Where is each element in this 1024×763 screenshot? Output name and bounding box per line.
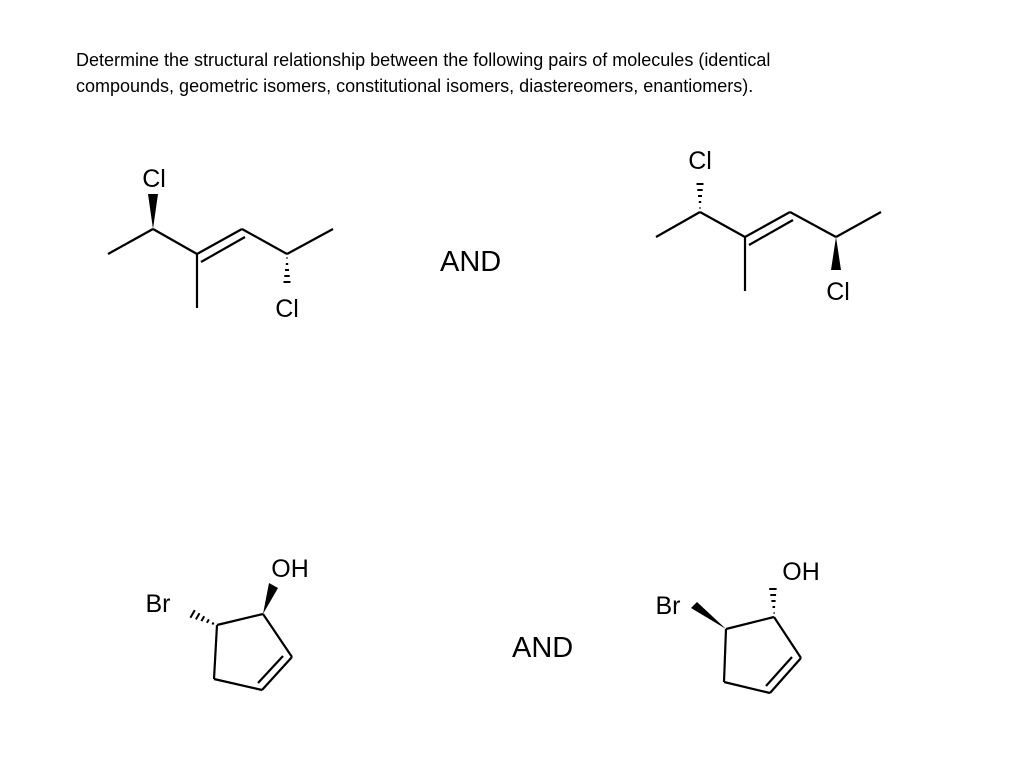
chlorine-label: Cl xyxy=(275,295,299,323)
ring-double-bond-inner xyxy=(257,655,284,684)
wedge-bond xyxy=(148,194,158,229)
chlorine-label: Cl xyxy=(826,278,850,306)
chlorine-label: Cl xyxy=(688,147,712,175)
pair-2-molecule-a: OH Br xyxy=(146,555,309,692)
bromine-label: Br xyxy=(146,590,171,618)
bond xyxy=(286,228,334,255)
question-line-1: Determine the structural relationship be… xyxy=(76,50,771,70)
ring-bond xyxy=(262,613,293,658)
pair-1-molecule-a: Cl Cl xyxy=(107,165,334,323)
bond xyxy=(107,228,154,255)
hydroxyl-label: OH xyxy=(782,558,820,586)
wedge-bond xyxy=(691,602,726,629)
pair-1-molecule-b: Cl Cl xyxy=(655,147,882,306)
hash-bond xyxy=(769,588,777,614)
wedge-bond xyxy=(831,237,841,270)
bromine-label: Br xyxy=(656,592,681,620)
ring-bond xyxy=(773,616,802,659)
ring-bond xyxy=(212,624,219,680)
chlorine-label: Cl xyxy=(142,165,166,193)
ring-bond xyxy=(725,615,775,631)
ring-bond xyxy=(216,612,264,627)
hydroxyl-label: OH xyxy=(271,555,309,583)
bond xyxy=(152,228,198,255)
question-line-2: compounds, geometric isomers, constituti… xyxy=(76,76,754,96)
ring-double-bond-outer xyxy=(769,657,802,694)
wedge-bond xyxy=(263,583,278,614)
ring-bond xyxy=(723,680,771,695)
ring-bond xyxy=(213,677,263,692)
ring-double-bond-outer xyxy=(261,656,293,691)
bond xyxy=(835,211,882,238)
ring-bond xyxy=(722,628,728,683)
bond xyxy=(241,228,288,255)
pair-2-and-label: AND xyxy=(512,632,574,664)
bond xyxy=(789,211,837,238)
double-bond-inner xyxy=(200,236,246,263)
double-bond-inner xyxy=(748,219,794,246)
hash-bond xyxy=(696,183,704,209)
double-bond-outer xyxy=(196,228,243,255)
pair-2-molecule-b: OH Br xyxy=(656,558,820,695)
hash-bond xyxy=(189,609,215,626)
double-bond-outer xyxy=(744,211,791,238)
ring-double-bond-inner xyxy=(765,656,793,687)
pair-1-and-label: AND xyxy=(440,246,502,278)
hash-bond xyxy=(283,257,291,283)
bond xyxy=(699,211,746,238)
bond xyxy=(655,211,701,238)
